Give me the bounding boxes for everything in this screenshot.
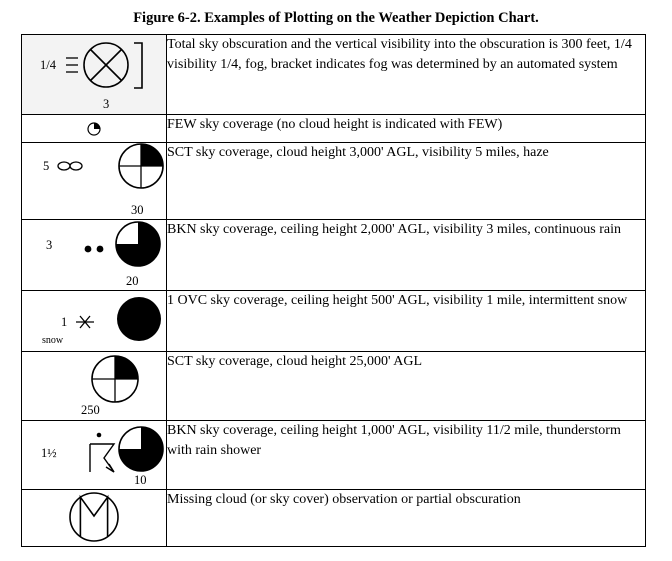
sct-coverage-plot: 5 30: [43, 143, 164, 217]
bkn-thunderstorm-plot: 1½ 10: [41, 426, 164, 487]
continuous-rain-icon: [84, 245, 104, 253]
cloud-height-label: 20: [126, 274, 139, 288]
station-plot-cell: 3 20: [21, 219, 167, 291]
total-obscuration-plot: 1/4 3: [40, 42, 143, 111]
fog-icon: [66, 57, 78, 73]
station-plot-cell: 1/4 3: [21, 34, 167, 115]
visibility-label: 5: [43, 159, 49, 173]
broken-coverage-icon: [118, 426, 164, 472]
station-plot-cell: [21, 114, 167, 143]
station-plot-cell: 5 30: [21, 142, 167, 220]
table-row: 1½ 10 BKN sky coverage, ceiling height 1…: [21, 420, 646, 490]
bkn-coverage-plot: 3 20: [46, 221, 161, 288]
ovc-coverage-plot: 1 snow: [42, 297, 161, 346]
obscured-sky-icon: [83, 42, 129, 88]
scattered-coverage-icon: [118, 143, 164, 189]
row-description: Total sky obscuration and the vertical v…: [166, 34, 646, 115]
table-row: 3 20 BKN sky coverage, ceiling height 2,…: [21, 219, 646, 291]
table-row: 1 snow 1 OVC sky coverage, ceiling heigh…: [21, 290, 646, 352]
visibility-label: 1½: [41, 446, 57, 460]
figure-title: Figure 6-2. Examples of Plotting on the …: [133, 10, 539, 26]
cloud-height-label: 30: [131, 203, 144, 217]
visibility-label: 1/4: [40, 58, 57, 72]
table-row: 5 30 SCT sky coverage, cloud height 3,00…: [21, 142, 646, 220]
table-row: Missing cloud (or sky cover) observation…: [21, 489, 646, 547]
scattered-coverage-icon: [91, 355, 139, 403]
haze-icon: [57, 161, 83, 171]
broken-coverage-icon: [115, 221, 161, 267]
plotting-examples-table: 1/4 3 Total sky obscuration and the vert…: [21, 34, 646, 547]
few-coverage-icon: [87, 122, 101, 136]
station-plot-cell: 250: [21, 351, 167, 421]
row-description: BKN sky coverage, ceiling height 1,000' …: [166, 420, 646, 490]
overcast-coverage-icon: [117, 297, 161, 341]
station-plot-cell: [21, 489, 167, 547]
station-plot-cell: 1 snow: [21, 290, 167, 352]
row-description: FEW sky coverage (no cloud height is ind…: [166, 114, 646, 143]
row-description: Missing cloud (or sky cover) observation…: [166, 489, 646, 547]
missing-observation-plot: [69, 492, 119, 542]
cloud-height-label: 3: [103, 97, 109, 111]
table-row: 1/4 3 Total sky obscuration and the vert…: [21, 34, 646, 115]
automated-bracket-icon: [134, 42, 143, 89]
few-coverage-plot: [87, 122, 101, 136]
row-description: BKN sky coverage, ceiling height 2,000' …: [166, 219, 646, 291]
visibility-label: 1: [61, 315, 67, 329]
thunderstorm-rain-shower-icon: [89, 432, 116, 473]
row-description: 1 OVC sky coverage, ceiling height 500' …: [166, 290, 646, 352]
table-row: 250 SCT sky coverage, cloud height 25,00…: [21, 351, 646, 421]
cloud-height-label: 250: [81, 403, 100, 417]
missing-observation-icon: [69, 492, 119, 542]
station-plot-cell: 1½ 10: [21, 420, 167, 490]
row-description: SCT sky coverage, cloud height 25,000' A…: [166, 351, 646, 421]
snow-icon: [76, 315, 94, 329]
sct-high-coverage-plot: 250: [81, 355, 139, 417]
row-description: SCT sky coverage, cloud height 3,000' AG…: [166, 142, 646, 220]
visibility-label: 3: [46, 238, 52, 252]
table-row: FEW sky coverage (no cloud height is ind…: [21, 114, 646, 143]
cloud-height-label: 10: [134, 473, 147, 487]
weather-label: snow: [42, 335, 64, 346]
